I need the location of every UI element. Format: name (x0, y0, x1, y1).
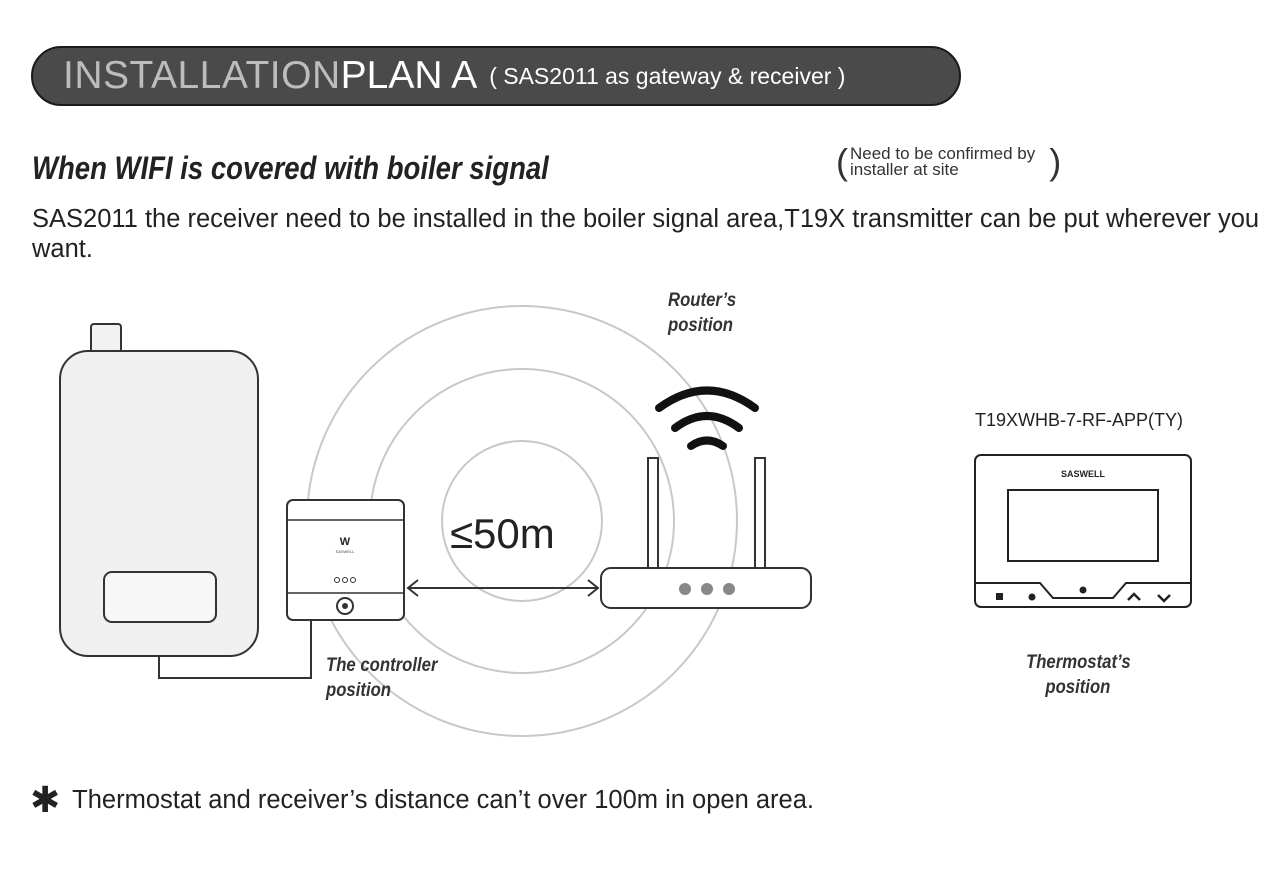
signal-circle-inner (441, 440, 603, 602)
router-led-2 (701, 583, 713, 595)
boiler-vent (90, 323, 122, 353)
note-text: Need to be confirmed by installer at sit… (848, 144, 1049, 179)
thermostat-up-button (1127, 592, 1141, 601)
router-antenna-left (647, 457, 659, 571)
distance-label: ≤50m (450, 510, 555, 557)
wifi-icon (655, 386, 759, 450)
router-antenna-right (754, 457, 766, 571)
thermostat-position-label: Thermostat’s position (1026, 652, 1131, 698)
router-led-1 (679, 583, 691, 595)
distance-arrow (406, 579, 600, 597)
note-line-2: installer at site (850, 160, 959, 179)
thermostat-dot-button-1 (1028, 593, 1036, 601)
controller-button (336, 597, 354, 615)
thermostat-icon: SASWELL (974, 454, 1192, 608)
controller-brand-text: SASWELL (336, 549, 356, 554)
thermostat-brand: SASWELL (1061, 469, 1106, 479)
controller-logo-mark: W (340, 536, 351, 548)
thermostat-power-button (996, 593, 1003, 600)
banner-subtitle: ( SAS2011 as gateway & receiver ) (489, 62, 846, 89)
banner-plan: PLAN A (340, 54, 478, 97)
router-position-label: Router’s position (668, 290, 737, 336)
thermostat-dot-button-2 (1079, 586, 1087, 594)
note-line-1: Need to be confirmed by (850, 144, 1036, 163)
boiler-icon (59, 323, 259, 657)
thermostat-bottom-bezel (975, 582, 1191, 599)
plan-banner: INSTALLATION PLAN A ( SAS2011 as gateway… (31, 46, 961, 106)
footnote-text: Thermostat and receiver’s distance can’t… (72, 785, 814, 814)
note-open-paren: ( (836, 141, 848, 182)
router-icon (600, 457, 812, 609)
boiler-controller-wire (158, 620, 312, 679)
controller-button-dot (342, 603, 348, 609)
note-close-paren: ) (1049, 141, 1062, 182)
thermostat-model-label: T19XWHB-7-RF-APP(TY) (975, 410, 1184, 430)
controller-led-3 (350, 577, 356, 583)
controller-position-label: The controller position (326, 655, 438, 701)
boiler-display (103, 571, 217, 623)
router-led-3 (723, 583, 735, 595)
controller-led-2 (342, 577, 348, 583)
footnote: ✱ Thermostat and receiver’s distance can… (30, 782, 814, 818)
controller-icon: W SASWELL (286, 499, 405, 621)
controller-led-1 (334, 577, 340, 583)
banner-prefix: INSTALLATION (63, 54, 341, 97)
description-text: SAS2011 the receiver need to be installe… (32, 205, 1260, 263)
asterisk-icon: ✱ (30, 779, 61, 820)
section-heading: When WIFI is covered with boiler signal (32, 150, 549, 186)
confirmation-note: ( Need to be confirmed by installer at s… (836, 144, 1061, 180)
thermostat-down-button (1157, 594, 1171, 603)
thermostat-screen (1007, 489, 1159, 562)
controller-body (286, 499, 405, 621)
